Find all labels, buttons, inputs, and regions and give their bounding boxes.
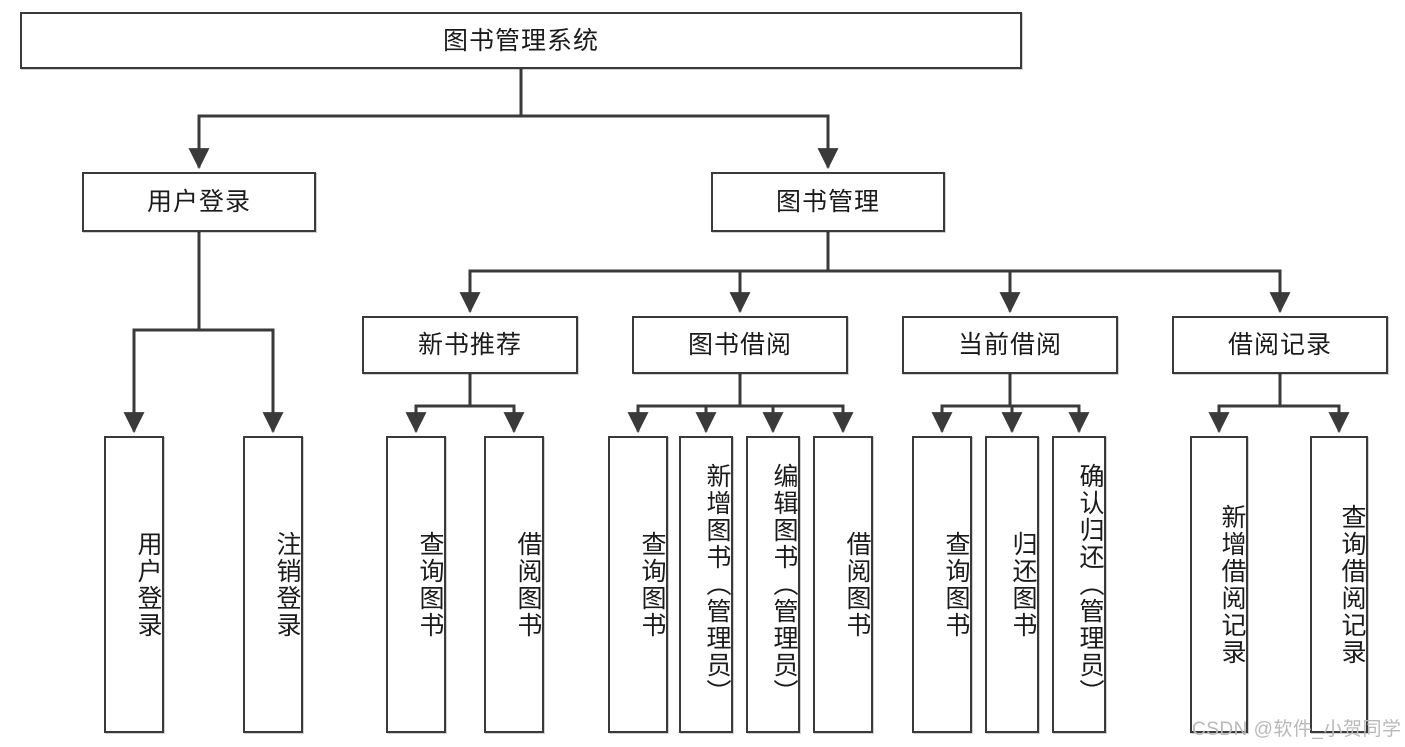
node-book-borrow-label: 图书借阅 bbox=[687, 331, 792, 359]
leaf-query-book-recommend[interactable]: 查询图书 bbox=[386, 436, 446, 733]
leaf-borrow-book-recommend-label: 借阅图书 bbox=[514, 530, 542, 639]
leaf-borrow-book[interactable]: 借阅图书 bbox=[813, 436, 873, 733]
leaf-query-borrow-record[interactable]: 查询借阅记录 bbox=[1310, 436, 1368, 733]
leaf-add-book-admin-label: 新增图书（管理员） bbox=[703, 463, 731, 706]
node-root-label: 图书管理系统 bbox=[442, 26, 599, 55]
leaf-borrow-book-recommend[interactable]: 借阅图书 bbox=[484, 436, 544, 733]
leaf-add-borrow-record[interactable]: 新增借阅记录 bbox=[1190, 436, 1248, 733]
watermark: CSDN @软件_小贺同学 bbox=[1192, 719, 1402, 740]
node-borrow-record[interactable]: 借阅记录 bbox=[1172, 316, 1388, 374]
node-new-book-recommend-label: 新书推荐 bbox=[417, 331, 522, 359]
node-user-login[interactable]: 用户登录 bbox=[82, 172, 316, 232]
leaf-edit-book-admin-label: 编辑图书（管理员） bbox=[770, 463, 798, 706]
node-book-borrow[interactable]: 图书借阅 bbox=[632, 316, 848, 374]
node-current-borrow-label: 当前借阅 bbox=[957, 331, 1062, 359]
node-user-login-label: 用户登录 bbox=[146, 188, 251, 216]
leaf-borrow-book-label: 借阅图书 bbox=[843, 530, 871, 639]
leaf-logout[interactable]: 注销登录 bbox=[243, 436, 303, 733]
leaf-add-book-admin[interactable]: 新增图书（管理员） bbox=[679, 436, 733, 733]
leaf-confirm-return-admin[interactable]: 确认归还（管理员） bbox=[1052, 436, 1106, 733]
leaf-confirm-return-admin-label: 确认归还（管理员） bbox=[1076, 463, 1104, 706]
leaf-query-book-borrow[interactable]: 查询图书 bbox=[608, 436, 668, 733]
node-borrow-record-label: 借阅记录 bbox=[1227, 331, 1332, 359]
leaf-query-book-current[interactable]: 查询图书 bbox=[912, 436, 972, 733]
leaf-user-login-label: 用户登录 bbox=[134, 530, 162, 639]
leaf-logout-label: 注销登录 bbox=[273, 530, 301, 639]
leaf-query-book-current-label: 查询图书 bbox=[942, 530, 970, 639]
leaf-return-book[interactable]: 归还图书 bbox=[985, 436, 1039, 733]
leaf-query-book-borrow-label: 查询图书 bbox=[638, 530, 666, 639]
leaf-add-borrow-record-label: 新增借阅记录 bbox=[1218, 503, 1246, 666]
node-root[interactable]: 图书管理系统 bbox=[20, 12, 1022, 69]
node-book-management-label: 图书管理 bbox=[775, 188, 880, 216]
node-current-borrow[interactable]: 当前借阅 bbox=[902, 316, 1118, 374]
leaf-query-book-recommend-label: 查询图书 bbox=[416, 530, 444, 639]
leaf-user-login[interactable]: 用户登录 bbox=[104, 436, 164, 733]
node-new-book-recommend[interactable]: 新书推荐 bbox=[362, 316, 578, 374]
leaf-return-book-label: 归还图书 bbox=[1009, 530, 1037, 639]
leaf-query-borrow-record-label: 查询借阅记录 bbox=[1338, 503, 1366, 666]
node-book-management[interactable]: 图书管理 bbox=[711, 172, 945, 232]
leaf-edit-book-admin[interactable]: 编辑图书（管理员） bbox=[746, 436, 800, 733]
